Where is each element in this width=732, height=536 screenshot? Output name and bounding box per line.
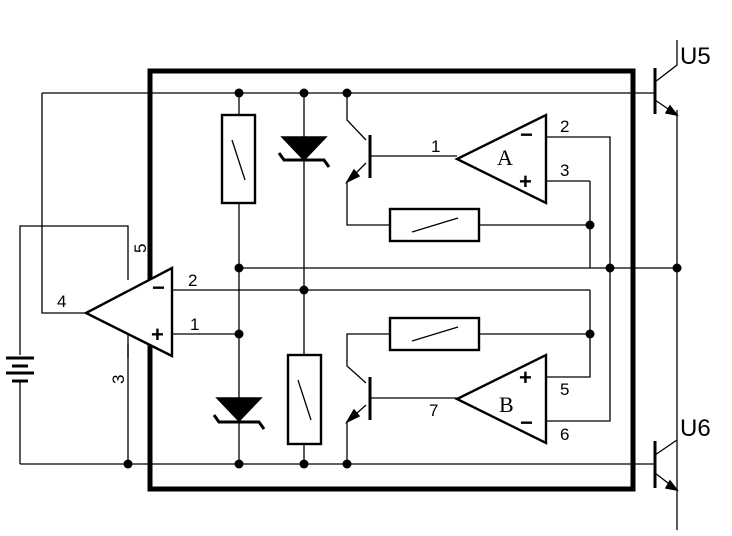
opamp-a-pin-minus: 2 — [560, 117, 569, 136]
opamp-left-pin-supply-top: 5 — [131, 244, 150, 253]
opamp-b — [454, 353, 548, 445]
opamp-b-pin-plus: 5 — [560, 380, 569, 399]
battery — [6, 356, 34, 383]
opamp-a-label: A — [497, 145, 513, 170]
transistor-q2 — [345, 377, 372, 424]
opamp-a-pin-out: 1 — [431, 137, 440, 156]
opamp-left-pin-minus: 2 — [188, 271, 197, 290]
transistor-u6 — [653, 439, 679, 530]
opamp-left-pin-plus: 1 — [190, 315, 199, 334]
junction-dots — [123, 88, 682, 469]
opamp-a — [454, 113, 548, 205]
resistor-r2 — [388, 207, 481, 243]
opamp-left-pin-supply-bottom: 3 — [109, 375, 128, 384]
opamp-a-pin-plus: 3 — [560, 161, 569, 180]
opamp-a-minus-sign: − — [520, 122, 533, 147]
u6-label: U6 — [680, 415, 711, 442]
resistor-r3 — [388, 316, 481, 352]
u5-label: U5 — [680, 43, 711, 70]
opamp-b-pin-out: 7 — [429, 401, 438, 420]
opamp-a-plus-sign: + — [519, 169, 532, 194]
opamp-b-plus-sign: + — [519, 365, 532, 390]
transistor-u5 — [653, 40, 679, 117]
opamp-b-label: B — [499, 392, 514, 417]
opamp-left-pin-out: 4 — [57, 292, 66, 311]
opamp-left-plus-sign: + — [151, 322, 164, 347]
wires — [19, 92, 678, 490]
opamp-left — [83, 266, 174, 358]
transistor-q1 — [345, 135, 372, 184]
opamp-left-minus-sign: − — [152, 275, 165, 300]
opamp-b-minus-sign: − — [520, 410, 533, 435]
zener-diode-lower — [212, 397, 266, 430]
resistor-r1 — [220, 113, 257, 205]
resistor-r4 — [286, 353, 323, 446]
opamp-b-pin-minus: 6 — [560, 425, 569, 444]
zener-diode-upper — [277, 136, 331, 168]
